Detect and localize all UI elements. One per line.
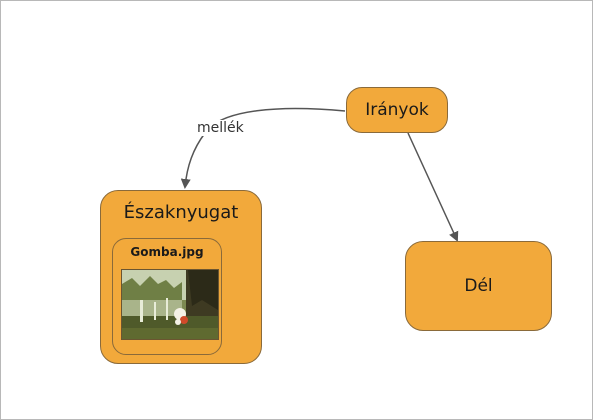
node-eszaknyugat[interactable]: Északnyugat Gomba.jpg bbox=[100, 190, 262, 364]
node-del-label: Dél bbox=[464, 276, 493, 296]
node-iranyok[interactable]: Irányok bbox=[346, 87, 448, 133]
image-thumbnail bbox=[121, 269, 219, 340]
image-attachment[interactable]: Gomba.jpg bbox=[112, 238, 222, 355]
node-del[interactable]: Dél bbox=[405, 241, 552, 331]
node-eszaknyugat-label: Északnyugat bbox=[123, 202, 239, 223]
forest-photo-icon bbox=[122, 270, 218, 339]
edge-iranyok-del[interactable] bbox=[407, 132, 459, 242]
edge-label-mellek: mellék bbox=[195, 120, 246, 136]
node-iranyok-label: Irányok bbox=[365, 100, 429, 120]
image-filename: Gomba.jpg bbox=[130, 245, 204, 259]
